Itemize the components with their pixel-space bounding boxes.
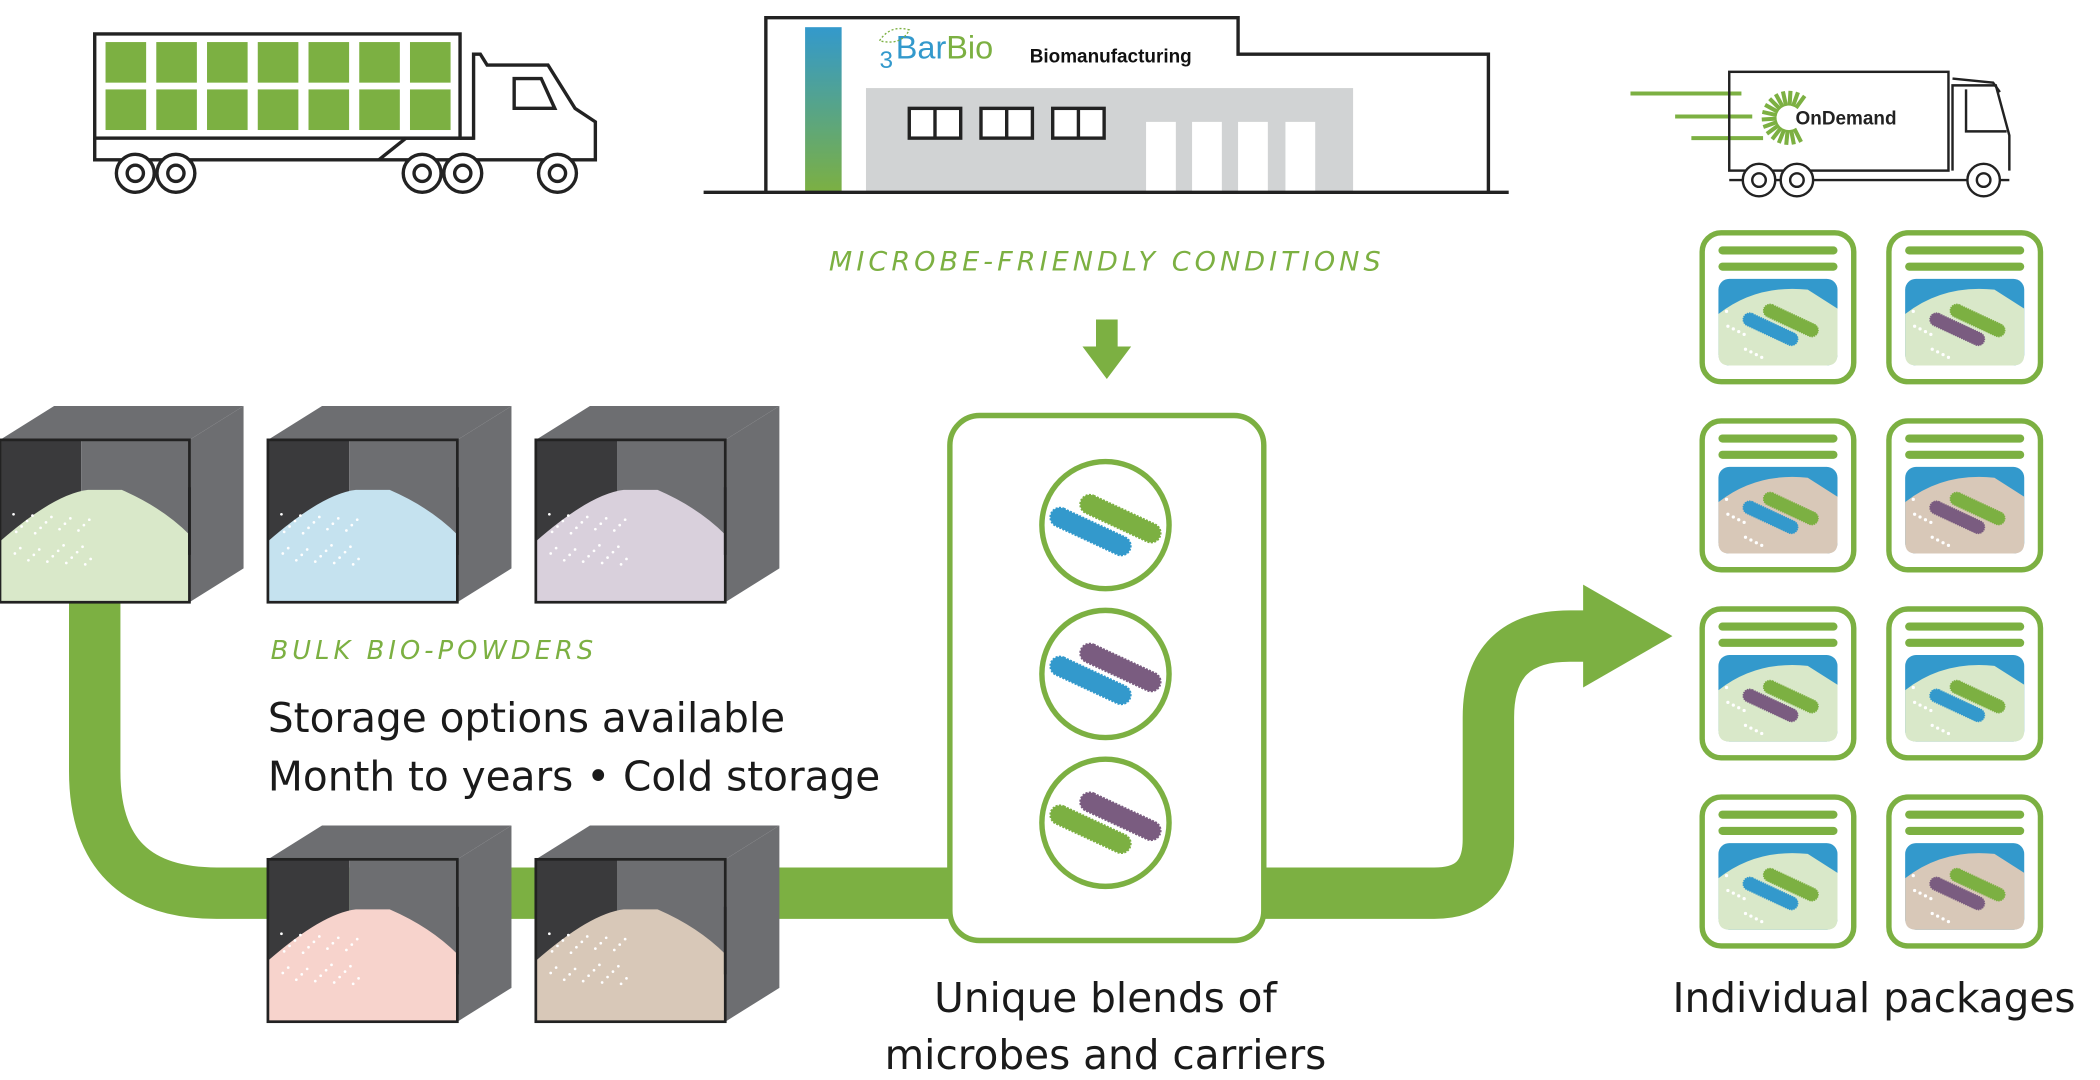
cargo-block [409,89,451,131]
sunburst-ray [1764,103,1780,114]
cargo-block [359,42,400,83]
sunburst-ray [1787,90,1793,106]
sunburst-ray [1784,129,1790,145]
powder-bin [266,406,512,604]
microbe-green [1762,867,1819,902]
microbe-green [1762,679,1819,714]
package [1699,606,1857,761]
factory-gradient-bar [805,27,842,193]
conditions-label: MICROBE-FRIENDLY CONDITIONS [829,247,1385,278]
sunburst-ray [1762,120,1779,129]
microbe-blue [1742,876,1799,911]
powder-pile [0,489,190,603]
microbe-blue [1742,500,1799,535]
cargo-block [308,42,350,83]
microbe-green [1079,493,1162,544]
powder-bin [0,406,244,604]
bulk-heading: BULK BIO-POWDERS [271,636,598,666]
sunburst-ray [1761,116,1777,122]
powder-bin [534,406,780,604]
microbe-green [1049,804,1132,855]
sunburst-ray [1789,129,1796,145]
storage-line-2: Month to years • Cold storage [268,752,880,800]
cargo-block [409,42,451,83]
microbe-green [1762,491,1819,526]
sunburst-ray [1776,128,1787,144]
blends-label-2: microbes and carriers [885,1031,1327,1079]
bulk-truck [93,32,598,194]
storage-line-1: Storage options available [268,694,785,742]
flow-pipe [69,595,1597,919]
factory-subtitle: Biomanufacturing [1030,46,1192,67]
microbe-blue [1742,312,1799,347]
sunburst-ray [1794,94,1807,110]
sunburst-ray [1770,126,1783,141]
sunburst-ray [1792,127,1803,143]
sunburst-ray [1768,97,1782,111]
sunburst-ray [1791,91,1800,108]
factory-building: 3 BarBio Biomanufacturing [703,16,1509,194]
package [1886,230,2044,385]
microbe-green [1949,867,2006,902]
bulk-powder-bins [0,406,780,1024]
powder-pile [535,909,726,1022]
packages-label: Individual packages [1673,974,2076,1022]
microbe-purple [1079,791,1162,842]
flow-arrowhead [1583,584,1673,688]
sunburst-ray [1780,90,1789,107]
package [1699,418,1857,573]
package [1699,794,1857,949]
ondemand-sunburst-icon [1761,90,1807,145]
cargo-block [105,89,147,131]
sunburst-ray [1773,93,1785,109]
cargo-block [359,89,400,131]
powder-pile [535,489,726,603]
sunburst-ray [1761,109,1778,118]
cargo-block [257,42,299,83]
cargo-block [257,89,299,131]
microbe-green [1762,303,1819,338]
package [1886,794,2044,949]
powder-pile [267,489,458,603]
blends-label-1: Unique blends of [934,974,1278,1022]
microbe-purple [1742,688,1799,723]
powder-bin [266,825,512,1024]
powder-pile [267,909,458,1022]
powder-bin [534,825,780,1024]
leaf-icon [878,27,911,43]
cargo-block [308,89,350,131]
microbe-purple [1929,500,1986,535]
ondemand-logo: OnDemand [1796,109,1897,130]
delivery-truck: OnDemand [1630,70,2011,198]
blend-item [1039,756,1172,890]
microbe-green [1949,679,2006,714]
cargo-block [156,42,197,83]
package [1886,606,2044,761]
cargo-block [207,89,248,131]
blend-item [1039,607,1172,741]
cargo-block [105,42,147,83]
microbe-blue [1049,506,1132,557]
microbe-purple [1929,876,1986,911]
cargo-block [207,42,248,83]
sunburst-ray [1765,123,1781,136]
microbe-green [1949,491,2006,526]
barbio-logo: BarBio [896,29,993,65]
blend-item [1039,458,1172,592]
microbe-purple [1929,312,1986,347]
down-arrow-icon [1082,319,1132,379]
package [1886,418,2044,573]
microbe-blue [1929,688,1986,723]
microbe-blue [1049,655,1132,706]
barbio-logo-prefix: 3 [880,47,894,74]
microbe-green [1949,303,2006,338]
microbe-purple [1079,642,1162,693]
cargo-block [156,89,197,131]
package [1699,230,1857,385]
